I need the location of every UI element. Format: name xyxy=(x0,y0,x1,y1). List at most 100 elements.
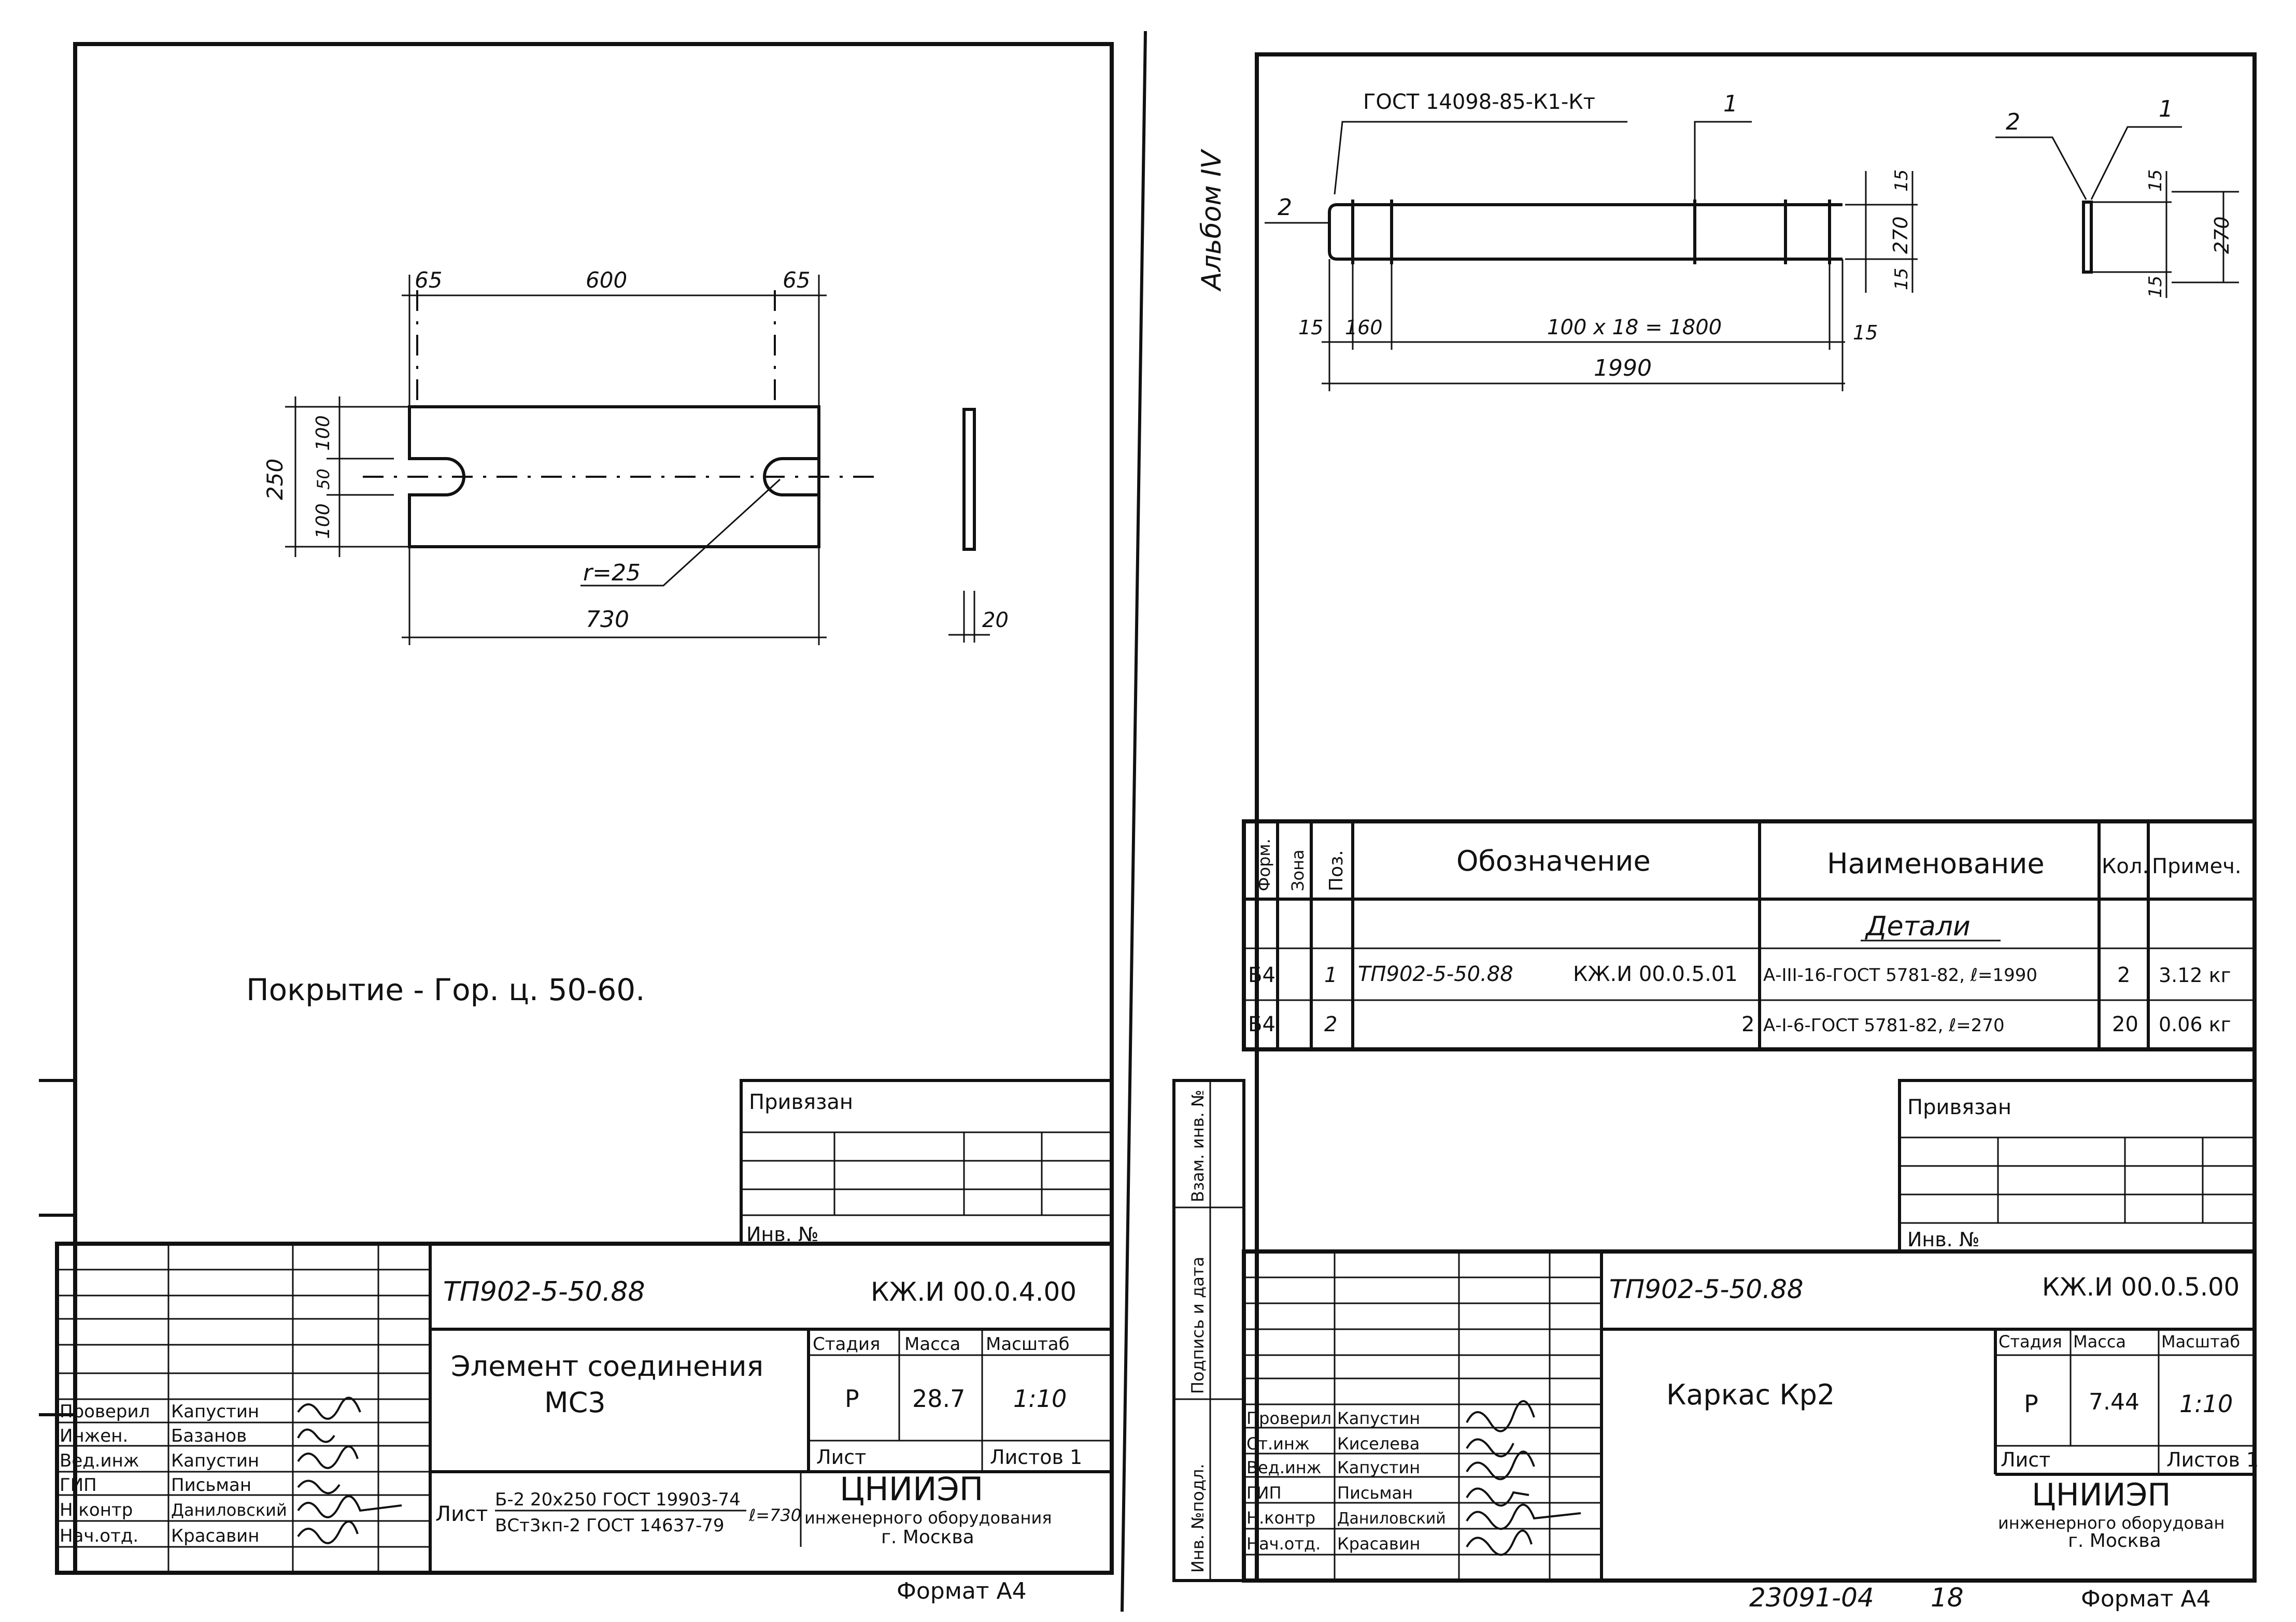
dim-270: 270 xyxy=(1889,216,1912,254)
spec-pos: 1 xyxy=(1324,963,1337,987)
role: Вед.инж xyxy=(1246,1458,1321,1477)
spec-code-a: ТП902-5-50.88 xyxy=(1358,962,1513,986)
dim-160: 160 xyxy=(1345,316,1383,339)
dim-20: 20 xyxy=(982,608,1009,632)
material-length: ℓ=730 xyxy=(748,1505,801,1525)
dim-730: 730 xyxy=(586,606,629,633)
dim-15-left: 15 xyxy=(1298,316,1323,339)
person-name: Капустин xyxy=(171,1401,259,1422)
person-name: Красавин xyxy=(171,1526,259,1546)
gost-leader xyxy=(1334,121,1627,195)
role: Нач.отд. xyxy=(1246,1534,1321,1554)
format-label: Формат А4 xyxy=(897,1578,1027,1604)
side-dim-15-bottom: 15 xyxy=(2145,276,2166,298)
role: Нач.отд. xyxy=(60,1526,138,1546)
role: Проверил xyxy=(60,1401,150,1422)
doc-code: ТП902-5-50.88 xyxy=(443,1276,645,1307)
format-label: Формат А4 xyxy=(2081,1586,2211,1612)
title: Каркас Кр2 xyxy=(1666,1378,1835,1411)
dim-65-left: 65 xyxy=(415,267,442,293)
sheets-label: Листов 1 xyxy=(990,1446,1082,1469)
sheet-label: Лист xyxy=(816,1446,866,1469)
bottom-code: 23091-04 xyxy=(1749,1583,1874,1613)
pos-1-label: 1 xyxy=(1723,91,1738,117)
person-name: Капустин xyxy=(171,1450,259,1471)
margin-label-vzam: Взам. инв. № xyxy=(1188,1090,1208,1202)
col-header-masshtab: Масштаб xyxy=(986,1334,1070,1355)
material-line2: ВСт3кп-2 ГОСТ 14637-79 xyxy=(495,1515,724,1536)
side-pos-1: 1 xyxy=(2159,96,2173,122)
left-privyazan-block: Привязан Инв. № xyxy=(740,1079,1113,1246)
col-header-massa: Масса xyxy=(904,1334,960,1355)
spec-form: Б4 xyxy=(1248,1013,1275,1036)
privyazan-label: Привязан xyxy=(749,1090,853,1114)
margin-strip xyxy=(1172,1079,1245,1582)
role: Н.контр xyxy=(60,1500,133,1520)
material-line1: Б-2 20х250 ГОСТ 19903-74 xyxy=(495,1489,741,1510)
person-name: Даниловский xyxy=(171,1500,287,1520)
signature xyxy=(1466,1438,1514,1458)
dim-pitch: 100 x 18 = 1800 xyxy=(1547,316,1722,339)
spec-pos: 2 xyxy=(1324,1013,1337,1036)
dim-50: 50 xyxy=(314,468,333,490)
dim-1990: 1990 xyxy=(1594,355,1652,381)
side-dim-270: 270 xyxy=(2210,216,2233,254)
album-label: Альбом IV xyxy=(1196,149,1227,292)
signature xyxy=(1466,1450,1535,1481)
dim-250: 250 xyxy=(262,459,288,500)
margin-label-sign: Подпись и дата xyxy=(1188,1257,1208,1394)
col-value-stadia: Р xyxy=(2024,1390,2038,1418)
inv-no-label: Инв. № xyxy=(1907,1228,1979,1251)
spec-header-pos: Поз. xyxy=(1326,850,1347,891)
pos-2-label: 2 xyxy=(1278,194,1292,221)
spec-note: 0.06 кг xyxy=(2159,1013,2231,1036)
title-line1: Элемент соединения xyxy=(451,1350,763,1383)
left-title-block: ТП902-5-50.88 КЖ.И 00.0.4.00 Элемент сое… xyxy=(55,1242,1114,1604)
person-name: Капустин xyxy=(1337,1408,1420,1428)
role: Н.контр xyxy=(1246,1508,1315,1528)
fold-line xyxy=(1121,31,1147,1612)
spec-table: Форм. Зона Поз. Обозначение Наименование… xyxy=(1242,819,2257,1051)
spec-qty: 2 xyxy=(2117,963,2130,987)
dim-100-top: 100 xyxy=(313,415,334,451)
spec-header-note: Примеч. xyxy=(2152,855,2242,878)
col-header-masshtab: Масштаб xyxy=(2161,1332,2240,1351)
plate-drawing: 65 600 65 250 100 50 100 r=25 730 xyxy=(262,267,1009,645)
doc-mark: КЖ.И 00.0.4.00 xyxy=(871,1277,1076,1307)
right-frame xyxy=(1255,52,2257,1583)
spec-header-name: Наименование xyxy=(1827,847,2045,880)
signature xyxy=(297,1520,359,1544)
signature xyxy=(297,1428,335,1443)
spec-section: Детали xyxy=(1865,911,1971,942)
leader-side-pos1 xyxy=(2090,126,2182,200)
signature xyxy=(1466,1400,1535,1432)
dim-600: 600 xyxy=(586,267,627,293)
spec-name: А-III-16-ГОСТ 5781-82, ℓ=1990 xyxy=(1763,965,2037,986)
col-value-masshtab: 1:10 xyxy=(1013,1385,1067,1413)
gost-label: ГОСТ 14098-85-К1-Кт xyxy=(1363,90,1595,114)
spec-name: А-I-6-ГОСТ 5781-82, ℓ=270 xyxy=(1763,1015,2005,1036)
dim-65-right: 65 xyxy=(783,267,810,293)
cage-drawing: 2 ГОСТ 14098-85-К1-Кт 1 15 270 15 15 160… xyxy=(1265,90,2239,391)
spec-code-b: 2 xyxy=(1741,1013,1754,1036)
privyazan-label: Привязан xyxy=(1907,1095,2011,1119)
bottom-page: 18 xyxy=(1931,1583,1964,1613)
title-line2: МС3 xyxy=(544,1386,606,1419)
leader-pos1 xyxy=(1694,121,1752,202)
doc-code: ТП902-5-50.88 xyxy=(1609,1274,1804,1304)
bar-hook xyxy=(1328,203,1338,261)
person-name: Капустин xyxy=(1337,1458,1420,1477)
dim-15-bottom: 15 xyxy=(1891,268,1912,290)
dim-100-bottom: 100 xyxy=(313,503,334,539)
signature xyxy=(1466,1529,1533,1556)
col-value-massa: 7.44 xyxy=(2089,1389,2139,1415)
person-name: Письман xyxy=(1337,1483,1413,1503)
spec-header-zone: Зона xyxy=(1288,849,1308,891)
person-name: Базанов xyxy=(171,1426,247,1446)
role: Ст.инж xyxy=(1246,1434,1310,1454)
role: ГИП xyxy=(1246,1483,1282,1503)
plate-side-view xyxy=(962,408,976,551)
side-pos-2: 2 xyxy=(2006,109,2020,135)
signature xyxy=(1466,1487,1529,1507)
col-header-stadia: Стадия xyxy=(1999,1332,2062,1351)
